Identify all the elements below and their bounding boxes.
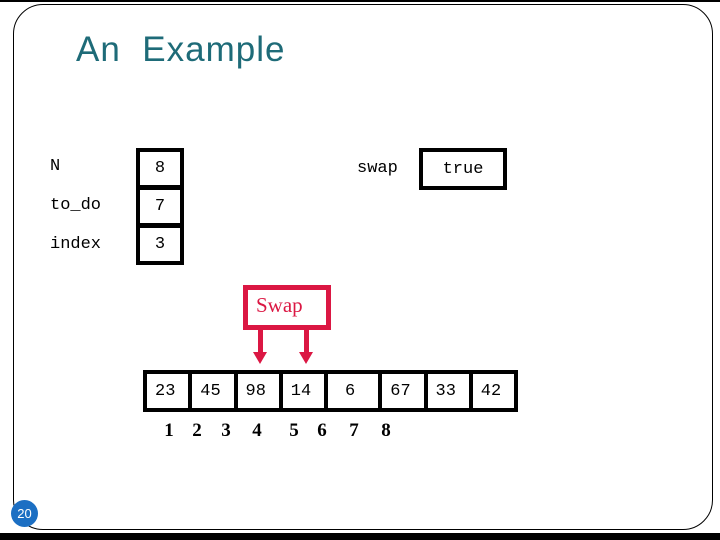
array-box: 23 45 98 14 6 67 33 42	[143, 370, 518, 412]
array-cell-8: 42	[468, 374, 514, 408]
swap-call-box: Swap	[243, 285, 331, 330]
var-box-n: 8	[136, 148, 184, 189]
var-box-index: 3	[136, 224, 184, 265]
swap-call-label: Swap	[256, 293, 303, 317]
array-cell-1: 23	[155, 381, 176, 401]
array-index-1: 1	[164, 420, 174, 441]
array-index-8: 8	[381, 420, 391, 441]
array-index-2: 2	[192, 420, 202, 441]
swap-arrow-left-stem	[258, 329, 263, 353]
array-index-4: 4	[252, 420, 262, 441]
swap-arrow-right-stem	[304, 329, 309, 353]
array-cell-3: 98	[233, 374, 279, 408]
array-cell-6: 67	[378, 374, 423, 408]
var-box-swap: true	[419, 148, 507, 190]
var-label-n: N	[50, 157, 61, 176]
array-cell-5: 6	[324, 374, 378, 408]
slide-title: An Example	[76, 30, 286, 69]
page-number-badge: 20	[11, 500, 38, 527]
var-label-to-do: to_do	[50, 196, 102, 215]
var-label-index: index	[50, 235, 102, 254]
swap-arrow-right-head	[299, 352, 313, 364]
array-index-3: 3	[221, 420, 231, 441]
array-index-7: 7	[349, 420, 359, 441]
bottom-edge-strip	[0, 533, 720, 540]
array-cell-2: 45	[188, 374, 233, 408]
var-box-to-do: 7	[136, 186, 184, 227]
array-index-6: 6	[317, 420, 327, 441]
array-index-5: 5	[289, 420, 299, 441]
array-cell-4: 14	[278, 374, 324, 408]
slide-border-frame	[13, 4, 713, 530]
top-edge-strip	[0, 0, 720, 2]
array-cell-7: 33	[423, 374, 469, 408]
var-label-swap: swap	[357, 159, 398, 178]
swap-arrow-left-head	[253, 352, 267, 364]
